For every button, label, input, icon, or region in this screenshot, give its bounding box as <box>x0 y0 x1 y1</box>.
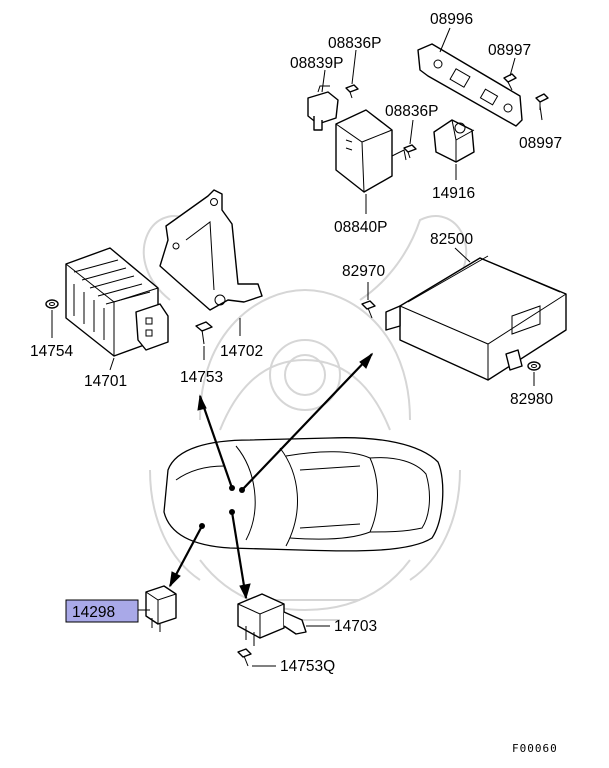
samurai-helmet-watermark-icon <box>142 215 468 621</box>
label-14703: 14703 <box>334 618 377 635</box>
label-08996: 08996 <box>430 11 473 28</box>
label-14702: 14702 <box>220 343 263 360</box>
label-08997-top: 08997 <box>488 42 531 59</box>
label-82500: 82500 <box>430 231 473 248</box>
label-14298[interactable]: 14298 <box>72 604 115 621</box>
label-08997-bottom: 08997 <box>519 135 562 152</box>
highlight-14298 <box>65 599 139 623</box>
part-14298-relay[interactable] <box>145 585 177 632</box>
part-14702-bracket[interactable] <box>159 189 263 311</box>
bolt-icon <box>361 300 376 319</box>
label-08836P-top: 08836P <box>328 35 381 52</box>
pointer-arrows <box>169 352 374 600</box>
part-14916-sensor[interactable] <box>433 119 475 163</box>
label-14753: 14753 <box>180 369 223 386</box>
part-08996-bracket[interactable] <box>417 43 523 127</box>
label-14916: 14916 <box>432 185 475 202</box>
label-82970: 82970 <box>342 263 385 280</box>
bolt-icon <box>195 321 213 345</box>
label-08840P: 08840P <box>334 219 387 236</box>
screw-icon <box>403 144 417 159</box>
nut-icon <box>45 299 59 309</box>
label-14753Q: 14753Q <box>280 658 335 675</box>
label-14754: 14754 <box>30 343 73 360</box>
label-08839P: 08839P <box>290 55 343 72</box>
bolt-icon <box>237 648 252 667</box>
part-14703-relay[interactable] <box>237 593 307 646</box>
part-08840P-module[interactable] <box>335 109 407 193</box>
nut-icon <box>527 361 541 371</box>
screw-icon <box>345 84 359 99</box>
label-14701: 14701 <box>84 373 127 390</box>
bolt-icon <box>503 73 517 91</box>
label-82980: 82980 <box>510 391 553 408</box>
part-08839P-connector[interactable] <box>307 85 339 131</box>
label-08836P-mid: 08836P <box>385 103 438 120</box>
arrow-origin-dots <box>199 485 245 529</box>
bolt-icon <box>535 93 549 110</box>
part-82500-ecu[interactable] <box>385 255 567 381</box>
part-14701-control-unit[interactable] <box>65 247 169 357</box>
figure-code: F00060 <box>512 742 558 755</box>
sedan-car-outline-icon <box>163 437 444 552</box>
